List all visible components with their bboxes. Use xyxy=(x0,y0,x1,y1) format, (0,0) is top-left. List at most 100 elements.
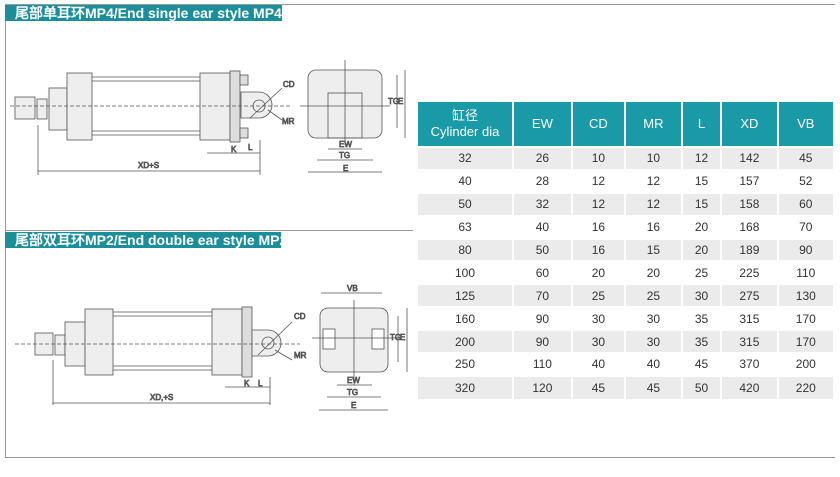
cell-l: 15 xyxy=(681,191,723,216)
mp4-l-label: L xyxy=(248,143,253,152)
cell-xd: 420 xyxy=(721,374,779,399)
cell-cd: 30 xyxy=(571,306,626,331)
section-title-mp4: 尾部单耳环MP4/End single ear style MP4 xyxy=(5,5,282,21)
mp4-e-label: E xyxy=(343,164,348,173)
mp4-tg-label: TG xyxy=(339,151,350,160)
mp2-cd-label: CD xyxy=(294,312,306,321)
cell-dia: 160 xyxy=(418,306,514,331)
header-mr: MR xyxy=(624,102,683,147)
cell-mr: 25 xyxy=(624,283,683,308)
cell-l: 12 xyxy=(681,146,723,170)
cell-mr: 10 xyxy=(624,146,683,170)
cell-ew: 60 xyxy=(513,260,573,285)
mp2-ew-label: EW xyxy=(347,376,360,385)
mp4-cd-label: CD xyxy=(283,80,295,89)
cell-cd: 10 xyxy=(571,146,626,170)
cell-ew: 32 xyxy=(513,191,573,216)
cell-cd: 16 xyxy=(571,237,626,262)
mp2-tg-side-label: TG xyxy=(390,333,401,342)
cell-dia: 100 xyxy=(418,260,514,285)
cell-ew: 26 xyxy=(513,146,573,170)
mp2-k-label: K xyxy=(244,379,250,388)
header-vb: VB xyxy=(777,102,836,147)
cell-dia: 250 xyxy=(418,352,514,376)
cell-l: 30 xyxy=(681,283,723,308)
mp2-e-label: E xyxy=(351,401,356,410)
mp2-end-view xyxy=(312,292,408,411)
cell-cd: 12 xyxy=(571,168,626,193)
mp2-mr-label: MR xyxy=(294,351,307,360)
cell-ew: 110 xyxy=(513,352,573,376)
mp2-vb-label: VB xyxy=(347,284,358,293)
cell-vb: 130 xyxy=(777,283,836,308)
cell-ew: 70 xyxy=(513,283,573,308)
cell-ew: 90 xyxy=(513,306,573,331)
mp2-tg-label: TG xyxy=(347,388,358,397)
cell-l: 35 xyxy=(681,306,723,331)
cell-xd: 142 xyxy=(721,146,779,170)
mp2-xd-label: XD,+S xyxy=(150,393,173,402)
mp2-l-label: L xyxy=(258,379,263,388)
cell-dia: 80 xyxy=(418,237,514,262)
cell-dia: 320 xyxy=(418,374,514,399)
cell-vb: 60 xyxy=(777,191,836,216)
header-ew: EW xyxy=(513,102,573,147)
spec-frame xyxy=(5,4,835,458)
cell-ew: 28 xyxy=(513,168,573,193)
cell-mr: 16 xyxy=(624,214,683,239)
cell-xd: 189 xyxy=(721,237,779,262)
cell-xd: 157 xyxy=(721,168,779,193)
header-cn: 缸径 xyxy=(451,108,478,123)
cell-mr: 30 xyxy=(624,329,683,354)
mp2-e-side-label: E xyxy=(400,333,405,342)
cell-vb: 110 xyxy=(777,260,836,285)
cell-cd: 12 xyxy=(571,191,626,216)
cell-ew: 120 xyxy=(513,374,573,399)
cell-ew: 40 xyxy=(513,214,573,239)
cell-xd: 275 xyxy=(721,283,779,308)
cell-dia: 125 xyxy=(418,283,514,308)
mp4-e-side-label: E xyxy=(398,97,403,106)
cell-l: 15 xyxy=(681,168,723,193)
cell-l: 25 xyxy=(681,260,723,285)
cell-vb: 170 xyxy=(777,329,836,354)
cell-vb: 220 xyxy=(777,374,836,399)
mp4-tg-side-label: TG xyxy=(388,97,399,106)
cell-mr: 12 xyxy=(624,191,683,216)
cell-mr: 15 xyxy=(624,237,683,262)
header-xd: XD xyxy=(721,102,779,147)
cell-cd: 45 xyxy=(571,374,626,399)
cell-vb: 70 xyxy=(777,214,836,239)
cell-vb: 200 xyxy=(777,352,836,376)
cell-mr: 40 xyxy=(624,352,683,376)
section-title-mp2: 尾部双耳环MP2/End double ear style MP2 xyxy=(5,232,287,248)
mp4-k-label: K xyxy=(231,145,237,154)
cell-dia: 63 xyxy=(418,214,514,239)
section-divider xyxy=(5,230,413,231)
cell-cd: 30 xyxy=(571,329,626,354)
cell-vb: 90 xyxy=(777,237,836,262)
mp4-ew-label: EW xyxy=(339,140,352,149)
cell-l: 20 xyxy=(681,214,723,239)
cell-xd: 225 xyxy=(721,260,779,285)
mp4-end-view xyxy=(300,60,406,173)
mp4-mr-label: MR xyxy=(282,117,295,126)
cell-l: 20 xyxy=(681,237,723,262)
cell-cd: 40 xyxy=(571,352,626,376)
cell-vb: 52 xyxy=(777,168,836,193)
mp4-side-view xyxy=(10,70,290,175)
header-cd: CD xyxy=(571,102,626,147)
header-en: Cylinder dia xyxy=(430,124,500,139)
